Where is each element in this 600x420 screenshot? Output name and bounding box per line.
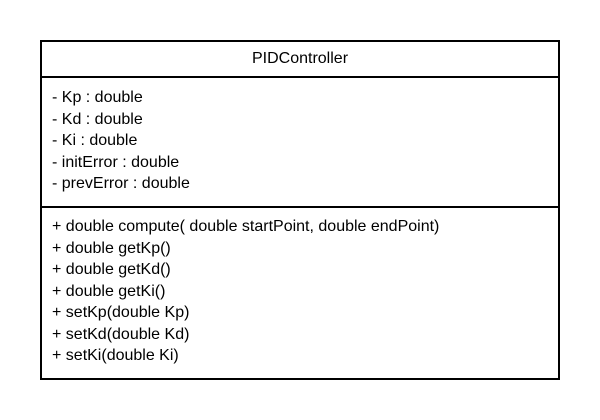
attribute-prev-error: - prevError : double	[52, 175, 190, 192]
method-get-kd: + double getKd()	[52, 261, 171, 278]
method-get-kp: + double getKp()	[52, 239, 171, 257]
attribute-kp: - Kp : double	[52, 89, 143, 106]
attributes-compartment: - Kp : double - Kd : double - Ki : doubl…	[42, 78, 558, 208]
method-compute: + double compute( double startPoint, dou…	[52, 218, 440, 235]
attribute-ki: - Ki : double	[52, 132, 138, 149]
class-name: PIDController	[42, 42, 558, 78]
method-set-ki: + setKi(double Ki)	[52, 347, 179, 364]
attribute-init-error: - initError : double	[52, 153, 180, 171]
method-set-kd: + setKd(double Kd)	[52, 325, 190, 343]
methods-compartment: + double compute( double startPoint, dou…	[42, 208, 558, 367]
method-set-kp: + setKp(double Kp)	[52, 304, 190, 321]
attribute-kd: - Kd : double	[52, 110, 143, 128]
uml-class-box: PIDController - Kp : double - Kd : doubl…	[40, 40, 560, 380]
method-get-ki: + double getKi()	[52, 282, 166, 300]
